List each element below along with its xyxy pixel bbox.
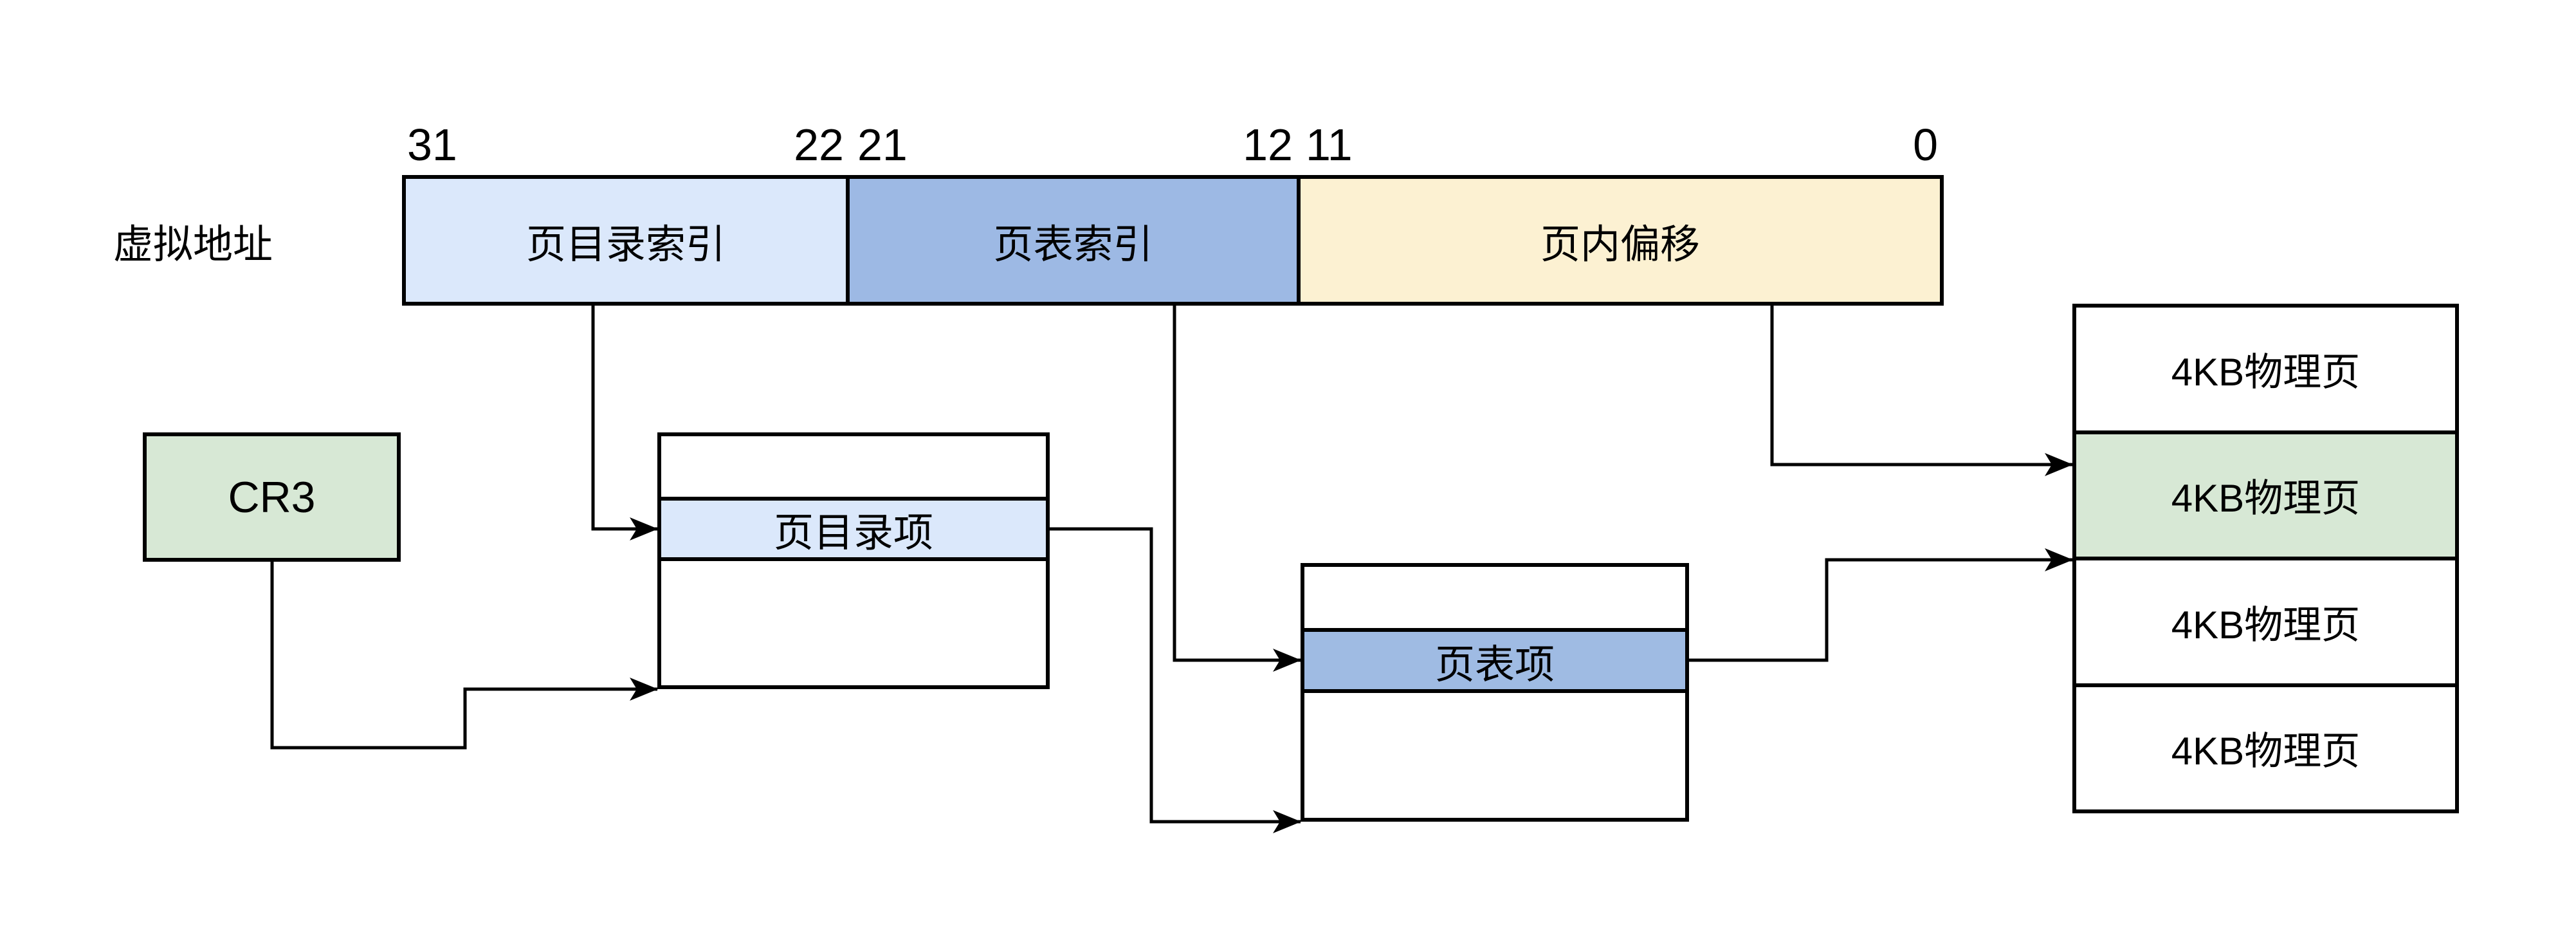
virtual-address-bar: 页目录索引 页表索引 页内偏移 (402, 175, 1944, 306)
virtual-address-label: 虚拟地址 (113, 222, 273, 267)
page-table-empty-row (1304, 567, 1685, 628)
bit-label-21: 21 (857, 120, 908, 170)
arrow-cr3-to-page-directory (270, 562, 658, 750)
page-table-entry-row: 页表项 (1304, 628, 1685, 693)
bit-label-0: 0 (1913, 120, 1938, 170)
cr3-register-box: CR3 (143, 432, 401, 562)
page-directory-empty-row (661, 561, 1046, 685)
field-page-offset: 页内偏移 (1301, 175, 1944, 306)
bit-label-31: 31 (407, 120, 457, 170)
bit-label-11: 11 (1306, 120, 1353, 170)
physical-pages-column: 4KB物理页 4KB物理页 4KB物理页 4KB物理页 (2072, 304, 2459, 813)
arrow-pd-entry-to-page-table (1050, 527, 1301, 833)
field-page-directory-index: 页目录索引 (402, 175, 850, 306)
arrow-offset-to-physical-page (1770, 306, 2073, 476)
page-table-empty-row (1304, 693, 1685, 818)
page-directory-table: 页目录项 (657, 432, 1050, 689)
arrow-pt-entry-to-physical-page (1689, 548, 2073, 662)
arrow-pt-index-to-pt-entry (1173, 306, 1301, 672)
physical-page-row: 4KB物理页 (2171, 350, 2361, 394)
bit-label-22: 22 (794, 120, 844, 170)
field-page-table-index: 页表索引 (850, 175, 1301, 306)
arrow-pd-index-to-pd-entry (591, 306, 658, 540)
bit-label-12: 12 (1243, 120, 1293, 170)
page-table: 页表项 (1301, 563, 1689, 822)
physical-page-row: 4KB物理页 (2076, 683, 2455, 810)
physical-page-row: 4KB物理页 (2076, 557, 2455, 683)
physical-page-row-highlighted: 4KB物理页 (2076, 430, 2455, 557)
page-directory-entry-row: 页目录项 (661, 497, 1046, 561)
page-directory-empty-row (661, 436, 1046, 497)
